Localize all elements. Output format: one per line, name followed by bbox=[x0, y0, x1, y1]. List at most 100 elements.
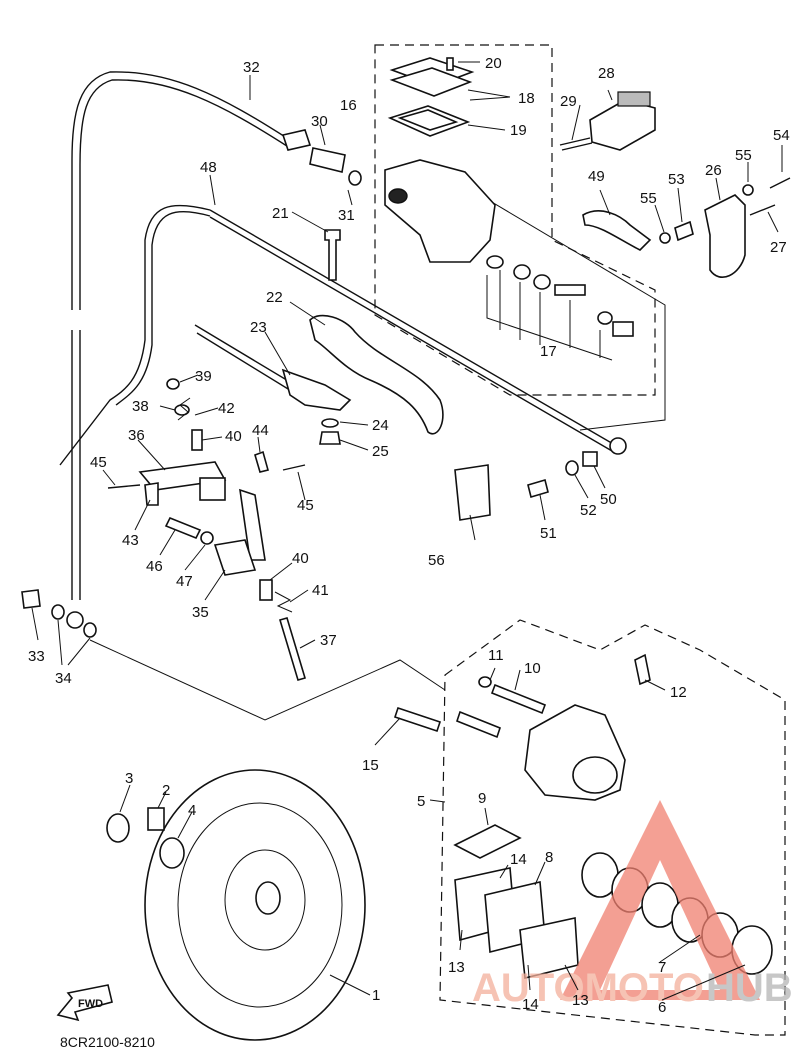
spring-42 bbox=[177, 397, 191, 421]
pivot-35 bbox=[213, 539, 257, 576]
callout-21: 21 bbox=[272, 205, 289, 222]
misc-parts bbox=[454, 451, 598, 521]
callout-26: 26 bbox=[705, 162, 722, 179]
callout-4: 4 bbox=[188, 802, 196, 819]
disc-inner-ring bbox=[177, 802, 343, 1008]
spring-41 bbox=[274, 591, 293, 613]
brake-pedal-22 bbox=[309, 314, 444, 435]
callout-15: 15 bbox=[362, 757, 379, 774]
callout-55b: 55 bbox=[735, 147, 752, 164]
callout-56: 56 bbox=[428, 552, 445, 569]
caliper-boundary bbox=[439, 619, 786, 1036]
callout-49: 49 bbox=[588, 168, 605, 185]
nut-39 bbox=[166, 378, 180, 390]
bolt-15b bbox=[456, 710, 501, 739]
master-cylinder-port bbox=[388, 188, 408, 204]
bracket-26 bbox=[704, 194, 746, 278]
banjo-bolt-21 bbox=[324, 229, 341, 281]
washer-55b bbox=[742, 184, 754, 196]
washer-47 bbox=[200, 531, 214, 545]
callout-13b: 13 bbox=[572, 992, 589, 1009]
reference-code: 8CR2100-8210 bbox=[60, 1034, 155, 1050]
callout-36: 36 bbox=[128, 427, 145, 444]
cable-long bbox=[209, 209, 616, 452]
callout-35: 35 bbox=[192, 604, 209, 621]
callout-16: 16 bbox=[340, 97, 357, 114]
reservoir-28 bbox=[589, 99, 656, 151]
washer-34a bbox=[51, 604, 65, 620]
watermark-triangle-logo bbox=[560, 800, 760, 1000]
callout-20: 20 bbox=[485, 55, 502, 72]
callout-44: 44 bbox=[252, 422, 269, 439]
block-36 bbox=[199, 477, 226, 501]
callout-40b: 40 bbox=[292, 550, 309, 567]
clevis-23 bbox=[281, 368, 352, 411]
callout-29: 29 bbox=[560, 93, 577, 110]
plate-56 bbox=[454, 464, 491, 521]
callout-39: 39 bbox=[195, 368, 212, 385]
pedal-assembly bbox=[194, 314, 444, 445]
washer-4 bbox=[159, 837, 185, 869]
callout-48: 48 bbox=[200, 159, 217, 176]
bolt-15 bbox=[393, 706, 442, 733]
pin-43 bbox=[144, 482, 159, 506]
piston-kit-17 bbox=[486, 255, 634, 361]
master-cylinder-body bbox=[384, 159, 496, 263]
linkage-assembly bbox=[21, 378, 306, 681]
collar-40b bbox=[259, 579, 273, 601]
collar-40a bbox=[191, 429, 203, 451]
spring-44 bbox=[254, 450, 269, 473]
circlip-3 bbox=[106, 813, 130, 843]
cap-plate bbox=[389, 67, 473, 97]
pin-10 bbox=[490, 683, 547, 715]
callout-40a: 40 bbox=[225, 428, 242, 445]
washer-55a bbox=[659, 232, 671, 244]
callout-18: 18 bbox=[518, 90, 535, 107]
callout-5: 5 bbox=[417, 793, 425, 810]
callout-11: 11 bbox=[488, 647, 504, 664]
washer-34b bbox=[83, 622, 97, 638]
hose-48 bbox=[59, 204, 211, 466]
banjo-bolt-33 bbox=[21, 589, 41, 609]
collar-53 bbox=[674, 220, 694, 242]
reservoir-assembly bbox=[559, 91, 791, 278]
callout-24: 24 bbox=[372, 417, 389, 434]
callout-55a: 55 bbox=[640, 190, 657, 207]
callout-27: 27 bbox=[770, 239, 787, 256]
watermark-brand-part2: HUB bbox=[706, 966, 793, 1010]
callout-2: 2 bbox=[162, 782, 170, 799]
disc-outer bbox=[144, 769, 366, 1041]
callout-8: 8 bbox=[545, 849, 553, 866]
callout-43: 43 bbox=[122, 532, 139, 549]
brake-disc bbox=[106, 769, 366, 1041]
callout-31: 31 bbox=[338, 207, 355, 224]
clip-29 bbox=[559, 137, 593, 151]
shim-9 bbox=[453, 824, 522, 859]
hose-48-inner bbox=[115, 210, 211, 406]
washer-24 bbox=[321, 418, 339, 428]
callout-6: 6 bbox=[658, 999, 666, 1016]
callout-7: 7 bbox=[658, 959, 666, 976]
callout-23: 23 bbox=[250, 319, 267, 336]
cable-32-inner bbox=[79, 79, 291, 310]
adjuster-30 bbox=[309, 147, 346, 173]
banjo-34 bbox=[66, 611, 84, 629]
callout-34: 34 bbox=[55, 670, 72, 687]
collar-50 bbox=[582, 451, 598, 467]
pin-45b bbox=[282, 464, 306, 471]
watermark: AUTOMOTO HUB bbox=[472, 800, 793, 1010]
callout-25: 25 bbox=[372, 443, 389, 460]
callout-37: 37 bbox=[320, 632, 337, 649]
cables bbox=[59, 71, 627, 600]
callout-45a: 45 bbox=[90, 454, 107, 471]
hose-lower bbox=[71, 330, 81, 600]
master-cylinder-assembly bbox=[281, 57, 634, 361]
callout-53: 53 bbox=[668, 171, 685, 188]
callout-50: 50 bbox=[600, 491, 617, 508]
fwd-label: FWD bbox=[78, 998, 103, 1010]
washer-31 bbox=[348, 170, 362, 186]
linkage-leader-lines bbox=[89, 194, 666, 721]
callout-9: 9 bbox=[478, 790, 486, 807]
callout-17: 17 bbox=[540, 343, 557, 360]
bolt-46 bbox=[164, 516, 202, 540]
